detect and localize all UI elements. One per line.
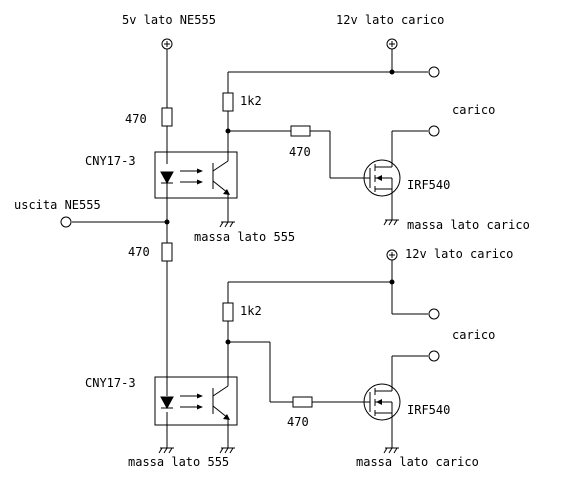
mosfet-irf540-top (363, 159, 401, 197)
resistor-1k2-bottom (222, 302, 234, 322)
label-r-gate-bottom: 470 (287, 415, 309, 429)
wires-left-chain (72, 49, 168, 448)
label-load-top: carico (452, 103, 495, 117)
ground-555-bottom-right (219, 447, 235, 454)
label-r-pullup-top: 1k2 (240, 94, 262, 108)
junction-drain-bottom (225, 339, 231, 345)
label-12v-load-bottom: 12v lato carico (405, 247, 513, 261)
ground-555-top (219, 221, 235, 228)
optocoupler-bottom (154, 376, 238, 426)
label-input: uscita NE555 (14, 198, 101, 212)
label-gnd-555-top: massa lato 555 (194, 230, 295, 244)
mosfet-irf540-bottom (363, 383, 401, 421)
resistor-470-gate-top (290, 125, 311, 137)
label-r-gate-top: 470 (289, 145, 311, 159)
label-gnd-555-bottom: massa lato 555 (128, 455, 229, 469)
label-opto-bottom: CNY17-3 (85, 376, 136, 390)
terminal-load-bottom (428, 350, 440, 362)
label-opto-top: CNY17-3 (85, 154, 136, 168)
label-12v-load-top: 12v lato carico (336, 13, 444, 27)
terminal-load-top (428, 125, 440, 137)
terminal-input (60, 216, 72, 228)
label-mosfet-top: IRF540 (407, 178, 450, 192)
terminal-12v-top (428, 66, 440, 78)
ground-load-bottom (383, 447, 399, 454)
ground-load-top (383, 219, 399, 226)
label-r-pullup-bottom: 1k2 (240, 304, 262, 318)
wires-top-right (227, 49, 428, 222)
label-r-supply: 470 (125, 112, 147, 126)
junction-12v-bottom (389, 279, 395, 285)
plus-terminal-12v-top (386, 38, 398, 50)
ground-555-bottom-left (158, 447, 174, 454)
label-r-bias: 470 (128, 245, 150, 259)
label-gnd-load-top: massa lato carico (407, 218, 530, 232)
resistor-470-supply (161, 107, 173, 127)
optocoupler-top (154, 151, 238, 199)
label-load-bottom: carico (452, 328, 495, 342)
plus-terminal-5v (161, 38, 173, 50)
junction-input (164, 219, 170, 225)
junction-12v-top (389, 69, 395, 75)
plus-terminal-12v-bottom (386, 249, 398, 261)
label-5v-ne555: 5v lato NE555 (122, 13, 216, 27)
label-mosfet-bottom: IRF540 (407, 403, 450, 417)
resistor-470-bias (161, 242, 173, 262)
label-gnd-load-bottom: massa lato carico (356, 455, 479, 469)
resistor-470-gate-bottom (292, 396, 313, 408)
junction-drain-top (225, 128, 231, 134)
wires-bottom-right (227, 260, 428, 448)
resistor-1k2-top (222, 92, 234, 112)
terminal-12v-bottom (428, 308, 440, 320)
